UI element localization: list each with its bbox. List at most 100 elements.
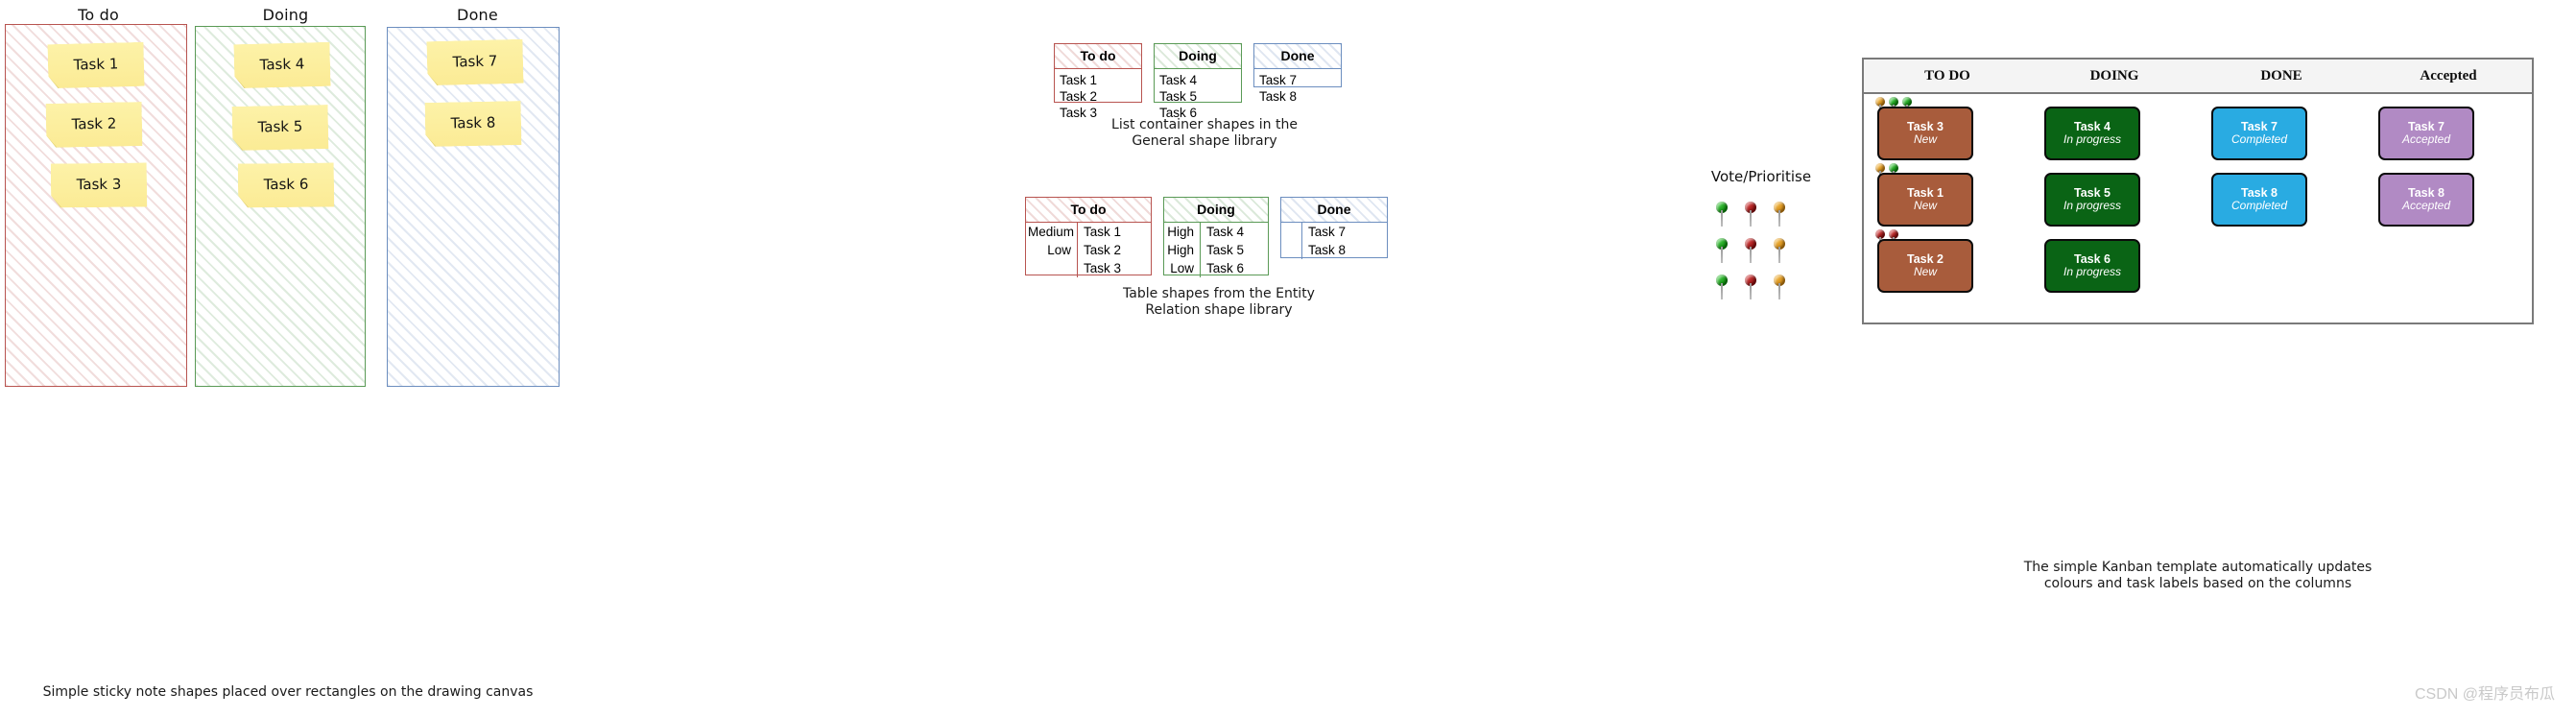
kanban-section: TO DO DOING DONE Accepted Task 3 New <box>1862 53 2576 717</box>
sticky-note-label: Task 3 <box>76 175 122 194</box>
kanban-column-header-todo[interactable]: TO DO <box>1924 67 1970 84</box>
table-row[interactable]: Low Task 2 <box>1026 241 1151 259</box>
kanban-card-status: Accepted <box>2401 132 2451 147</box>
sticky-note-label: Task 1 <box>73 55 119 74</box>
kanban-column-header-done[interactable]: DONE <box>2260 67 2302 84</box>
table-shape-doing[interactable]: Doing High Task 4 High Task 5 Low Task 6 <box>1163 197 1269 277</box>
sticky-note[interactable]: Task 5 <box>232 105 329 151</box>
kanban-card[interactable]: Task 8 Completed <box>2211 173 2307 227</box>
table-shape-done[interactable]: Done Task 7 Task 8 <box>1280 197 1388 259</box>
sticky-note[interactable]: Task 1 <box>47 42 144 88</box>
sticky-note-label: Task 4 <box>259 55 305 74</box>
table-body: Task 7 Task 8 <box>1281 223 1387 259</box>
table-row[interactable]: High Task 5 <box>1164 241 1268 259</box>
kanban-card[interactable]: Task 7 Completed <box>2211 107 2307 160</box>
sticky-note-section: To do Doing Done Task 1 Task 2 Task 3 Ta… <box>0 0 960 717</box>
list-item[interactable]: Task 8 <box>1259 89 1298 104</box>
list-item[interactable]: Task 6 <box>1159 106 1198 120</box>
sticky-note-label: Task 6 <box>263 175 309 194</box>
column-title-doing: Doing <box>262 6 309 24</box>
table-cell-priority: Low <box>1026 241 1078 259</box>
list-container-doing[interactable]: Doing Task 4 Task 5 Task 6 <box>1154 43 1242 120</box>
list-item[interactable]: Task 3 <box>1060 106 1098 120</box>
kanban-card[interactable]: Task 8 Accepted <box>2378 173 2474 227</box>
kanban-card-status: Completed <box>2230 199 2288 213</box>
kanban-card[interactable]: Task 7 Accepted <box>2378 107 2474 160</box>
pin-row <box>1716 275 1786 299</box>
table-body: Medium Task 1 Low Task 2 Task 3 <box>1026 223 1151 277</box>
column-box-done[interactable] <box>387 27 560 387</box>
kanban-card-status: Completed <box>2230 132 2288 147</box>
pin-red-icon[interactable] <box>1745 275 1757 299</box>
table-row[interactable]: Task 8 <box>1281 241 1387 259</box>
kanban-column-accepted: Task 7 Accepted Task 8 Accepted <box>2365 94 2533 326</box>
pin-orange-icon[interactable] <box>1774 238 1786 263</box>
table-cell-priority: High <box>1164 241 1201 259</box>
list-container-header: To do <box>1055 44 1141 69</box>
kanban-card-title: Task 4 <box>2074 120 2111 134</box>
list-item[interactable]: Task 5 <box>1159 89 1198 104</box>
list-item[interactable]: Task 4 <box>1159 73 1198 87</box>
kanban-card-title: Task 7 <box>2241 120 2278 134</box>
kanban-card-title: Task 3 <box>1907 120 1944 134</box>
list-container-header: Doing <box>1155 44 1241 69</box>
sticky-note-label: Task 5 <box>257 117 303 136</box>
pin-orange-icon[interactable] <box>1774 202 1786 227</box>
list-container-body: Task 1 Task 2 Task 3 <box>1055 69 1141 125</box>
table-header: Doing <box>1164 198 1268 223</box>
pin-green-icon[interactable] <box>1716 202 1729 227</box>
sticky-note-label: Task 2 <box>71 114 117 133</box>
table-cell-task: Task 6 <box>1206 261 1245 275</box>
pin-red-icon[interactable] <box>1745 238 1757 263</box>
table-body: High Task 4 High Task 5 Low Task 6 <box>1164 223 1268 277</box>
kanban-card-title: Task 1 <box>1907 186 1944 201</box>
sticky-note[interactable]: Task 3 <box>51 162 147 207</box>
pin-green-icon[interactable] <box>1716 238 1729 263</box>
table-cell-priority: High <box>1164 223 1201 241</box>
sticky-note[interactable]: Task 7 <box>426 39 523 85</box>
kanban-card[interactable]: Task 1 New <box>1877 173 1973 227</box>
table-cell-priority: Low <box>1164 259 1201 277</box>
list-item[interactable]: Task 1 <box>1060 73 1098 87</box>
table-row[interactable]: High Task 4 <box>1164 223 1268 241</box>
kanban-column-header-accepted[interactable]: Accepted <box>2420 67 2477 84</box>
sticky-note[interactable]: Task 8 <box>425 101 522 147</box>
list-item[interactable]: Task 7 <box>1259 73 1298 87</box>
list-container-body: Task 7 Task 8 <box>1254 69 1341 108</box>
kanban-card-status: In progress <box>2063 132 2122 147</box>
table-cell-priority <box>1281 223 1302 241</box>
list-container-done[interactable]: Done Task 7 Task 8 <box>1253 43 1342 104</box>
kanban-card[interactable]: Task 6 In progress <box>2044 239 2140 293</box>
watermark: CSDN @程序员布瓜 <box>2414 686 2555 703</box>
table-row[interactable]: Task 3 <box>1026 259 1151 277</box>
table-shape-caption: Table shapes from the Entity Relation sh… <box>1123 286 1315 318</box>
kanban-card-status: Accepted <box>2401 199 2451 213</box>
table-row[interactable]: Low Task 6 <box>1164 259 1268 277</box>
kanban-board: TO DO DOING DONE Accepted Task 3 New <box>1862 58 2534 324</box>
kanban-card-title: Task 2 <box>1907 252 1944 267</box>
kanban-card[interactable]: Task 2 New <box>1877 239 1973 293</box>
pin-green-icon[interactable] <box>1716 275 1729 299</box>
sticky-note[interactable]: Task 6 <box>238 162 334 207</box>
sticky-note[interactable]: Task 2 <box>46 102 143 148</box>
table-shape-todo[interactable]: To do Medium Task 1 Low Task 2 Task 3 <box>1025 197 1152 277</box>
kanban-card-title: Task 7 <box>2408 120 2445 134</box>
kanban-caption: The simple Kanban template automatically… <box>2023 560 2373 591</box>
sticky-section-caption: Simple sticky note shapes placed over re… <box>42 684 534 700</box>
kanban-card[interactable]: Task 4 In progress <box>2044 107 2140 160</box>
table-row[interactable]: Task 7 <box>1281 223 1387 241</box>
list-container-todo[interactable]: To do Task 1 Task 2 Task 3 <box>1054 43 1142 120</box>
kanban-card[interactable]: Task 3 New <box>1877 107 1973 160</box>
pin-row <box>1716 238 1786 263</box>
kanban-card[interactable]: Task 5 In progress <box>2044 173 2140 227</box>
table-row[interactable]: Medium Task 1 <box>1026 223 1151 241</box>
pin-row <box>1716 202 1786 227</box>
pin-red-icon[interactable] <box>1745 202 1757 227</box>
pin-orange-icon[interactable] <box>1774 275 1786 299</box>
kanban-card-status: New <box>1913 265 1937 279</box>
sticky-note[interactable]: Task 4 <box>233 42 330 88</box>
kanban-header-row: TO DO DOING DONE Accepted <box>1864 60 2532 94</box>
kanban-column-header-doing[interactable]: DOING <box>2089 67 2139 84</box>
list-item[interactable]: Task 2 <box>1060 89 1098 104</box>
table-header: To do <box>1026 198 1151 223</box>
